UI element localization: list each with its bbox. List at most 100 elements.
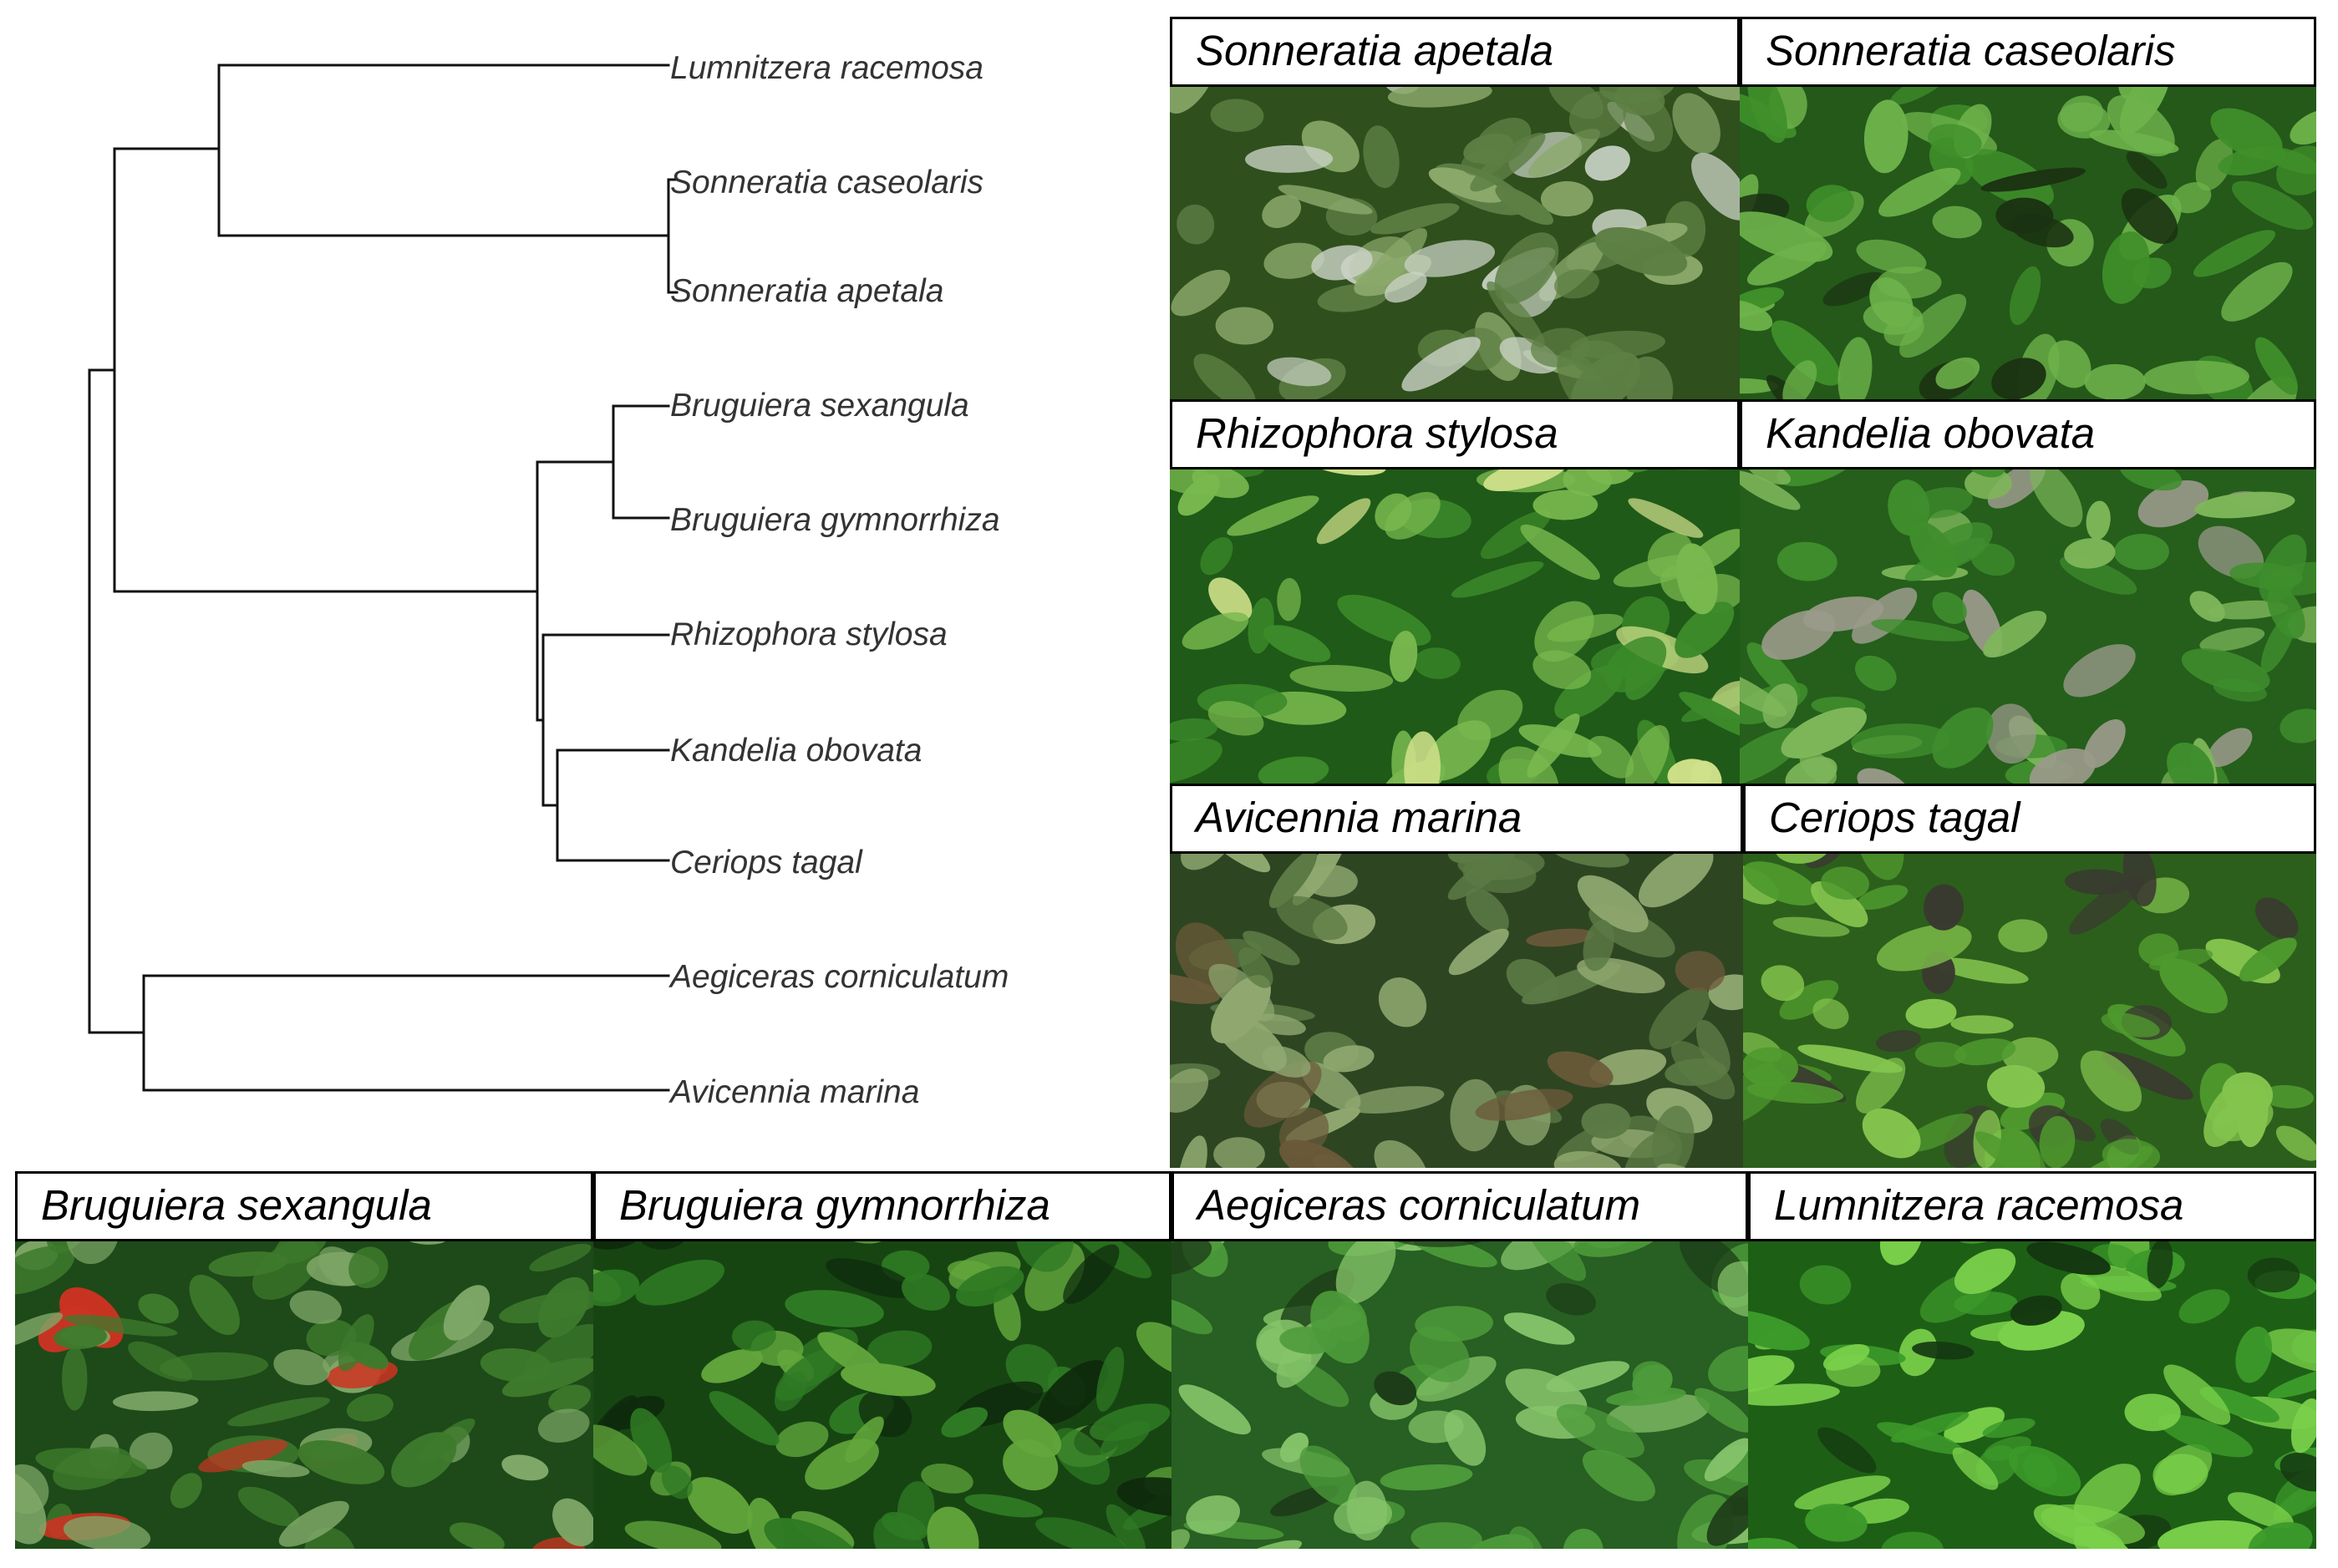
leaf-shape	[1905, 998, 1957, 1029]
leaf-shape	[1975, 1131, 2039, 1168]
leaf-shape	[2247, 1257, 2300, 1293]
leaf-shape	[1230, 1540, 1303, 1549]
leaf-shape	[449, 1522, 505, 1549]
leaf-shape	[1970, 543, 2015, 576]
leaf-shape	[1779, 980, 1839, 1020]
leaf-shape	[1932, 957, 2029, 984]
leaf-shape	[1771, 320, 1841, 386]
leaf-shape	[1404, 240, 1496, 277]
leaf-shape	[278, 1500, 349, 1547]
leaf-shape	[2009, 266, 2041, 326]
leaf-shape	[1762, 683, 1798, 728]
leaf-shape	[2152, 1454, 2208, 1494]
leaf-shape	[2268, 1364, 2316, 1398]
leaf-shape	[731, 1320, 776, 1352]
leaf-shape	[1299, 1445, 1357, 1506]
leaf-shape	[1743, 1047, 1799, 1088]
leaf-shape	[709, 1391, 780, 1446]
leaf-shape	[501, 1357, 593, 1398]
species-label: Rhizophora stylosa	[1170, 399, 1740, 469]
leaf-shape	[2280, 708, 2316, 743]
leaf-shape	[2026, 1241, 2111, 1276]
leaf-shape	[1227, 495, 1319, 536]
leaf-shape	[1547, 1051, 1614, 1088]
leaf-shape	[1208, 963, 1275, 1022]
leaf-shape	[1950, 1015, 2014, 1034]
leaf-shape	[1679, 692, 1740, 740]
leaf-shape	[1193, 353, 1256, 399]
leaf-shape	[1862, 1108, 1921, 1159]
leaf-shape	[2030, 460, 2083, 528]
leaf-shape	[1276, 896, 1348, 941]
leaf-shape	[1178, 1135, 1207, 1168]
leaf-shape	[348, 1246, 389, 1289]
leaf-shape	[1932, 707, 1994, 769]
leaf-shape	[2080, 1050, 2142, 1112]
leaf-shape	[2086, 500, 2111, 540]
leaf-shape	[2194, 491, 2295, 519]
leaf-shape	[1526, 928, 1594, 947]
leaf-shape	[1116, 1477, 1172, 1516]
leaf-shape	[1781, 707, 1867, 759]
leaf-shape	[1822, 1343, 1870, 1371]
leaf-shape	[1706, 1483, 1748, 1546]
leaf-shape	[1534, 601, 1594, 662]
tip-label: Sonneratia caseolaris	[670, 165, 983, 200]
leaf-shape	[2039, 1115, 2076, 1168]
leaf-shape	[2195, 139, 2234, 191]
tip-label: Rhizophora stylosa	[670, 617, 948, 652]
leaf-shape	[1935, 357, 1980, 389]
leaf-shape	[2163, 1364, 2231, 1425]
leaf-shape	[701, 1348, 763, 1383]
leaf-shape	[1005, 1344, 1059, 1393]
leaf-shape	[1748, 1355, 1795, 1394]
leaf-shape	[2132, 257, 2172, 289]
leaf-shape	[2261, 1084, 2315, 1109]
leaf-shape	[2029, 748, 2096, 784]
leaf-shape	[2147, 1239, 2173, 1289]
leaf-shape	[1986, 703, 2036, 764]
leaf-shape	[941, 1407, 989, 1438]
leaf-shape	[227, 1397, 330, 1427]
leaf-shape	[2113, 533, 2169, 571]
leaf-shape	[1182, 612, 1249, 650]
leaf-shape	[53, 1324, 107, 1350]
photo-panel-bruguiera-sexangula: Bruguiera sexangula	[15, 1171, 593, 1549]
leaf-shape	[1380, 1464, 1473, 1491]
leaf-shape	[1821, 866, 1869, 900]
leaf-shape	[1909, 521, 1958, 578]
leaf-shape	[241, 1459, 310, 1478]
leaf-shape	[1577, 875, 1649, 933]
leaf-shape	[635, 1259, 725, 1306]
leaf-shape	[1410, 1522, 1482, 1549]
leaf-shape	[2010, 1295, 2062, 1326]
leaf-shape	[1208, 577, 1253, 622]
species-label: Avicennia marina	[1170, 784, 1743, 854]
photo-panel-avicennia-marina: Avicennia marina	[1170, 784, 1743, 1168]
leaf-shape	[1136, 1322, 1172, 1378]
leaf-shape	[841, 1362, 936, 1397]
leaf-shape	[1389, 630, 1418, 683]
leaf-shape	[1105, 1504, 1146, 1549]
leaf-shape	[764, 1518, 862, 1549]
leaf-shape	[15, 1246, 75, 1295]
leaf-shape	[2193, 230, 2276, 277]
leaf-shape	[1487, 281, 1545, 348]
leaf-shape	[1428, 167, 1505, 203]
leaf-shape	[1563, 1529, 1604, 1549]
leaf-shape	[1857, 768, 1912, 784]
leaf-shape	[1952, 1447, 1999, 1490]
photo-panel-ceriops-tagal: Ceriops tagal	[1743, 784, 2316, 1168]
leaf-shape	[138, 1293, 179, 1324]
leaf-shape	[1444, 1409, 1487, 1466]
leaf-shape	[1401, 337, 1481, 392]
leaf-shape	[2189, 591, 2225, 622]
leaf-shape	[1594, 226, 1688, 277]
leaf-shape	[1694, 1388, 1748, 1433]
leaf-shape	[1995, 197, 2054, 234]
leaf-shape	[1063, 1244, 1120, 1305]
leaf-shape	[1624, 725, 1670, 784]
leaf-shape	[1335, 1231, 1396, 1304]
leaf-shape	[2167, 742, 2215, 784]
phylogenetic-tree: Lumnitzera racemosa Sonneratia caseolari…	[88, 50, 1009, 1110]
